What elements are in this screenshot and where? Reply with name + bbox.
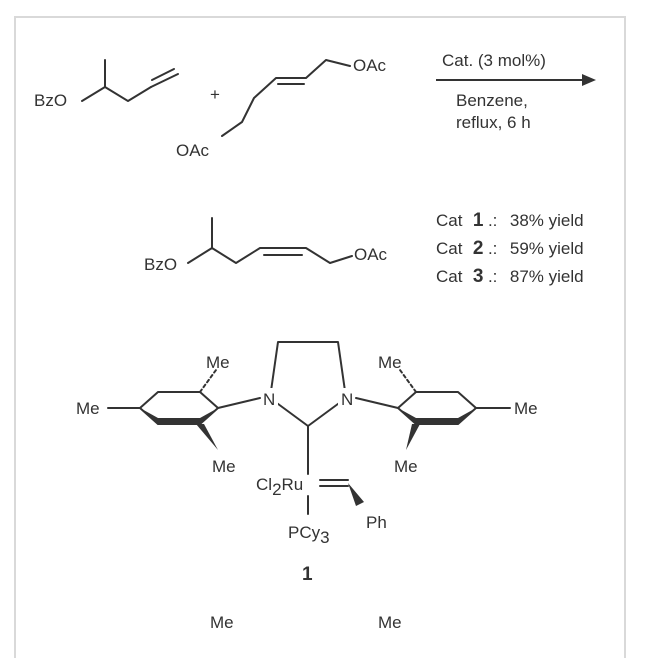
ru-center-label: Cl2Ru [256,475,303,499]
right-n-aryl-bond [355,397,399,409]
right-ortho-me-top-bond [399,369,417,393]
me-left-label: Me [76,399,100,418]
n-right-bg [338,388,356,410]
reactant-2-chain [221,59,351,137]
yields-list: Cat 1 .: 38% yield Cat 2 .: 59% yield Ca… [436,210,584,287]
catalyst-loading: Cat. (3 mol%) [442,51,546,70]
product-oac-label: OAc [354,245,388,264]
right-ortho-me-bottom-wedge [406,424,420,450]
reactant-1-double-bond [151,68,175,81]
catalyst-number-label: 1 [302,564,313,585]
imidazolidine-ring [269,341,347,427]
reactant-1-chain [81,86,152,102]
me-top-right-label: Me [378,353,402,372]
left-mesityl-shade [140,408,218,424]
left-ortho-me-top-bond [199,369,217,393]
catalyst-2-partial: Me Me [210,613,402,632]
yield-row-2: Cat 2 .: 59% yield [436,238,584,259]
me-top-left-label: Me [206,353,230,372]
yield-row-1: Cat 1 .: 38% yield [436,210,584,231]
product-bzo-label: BzO [144,255,177,274]
catalyst-1-structure: N N Me Me Me Me Me Me Cl2Ru Ph PCy3 [76,341,538,585]
partial-me-1: Me [210,613,234,632]
solvent-label: Benzene, [456,91,528,110]
reaction-arrow-head [582,74,596,86]
pcy3-label: PCy3 [288,523,330,547]
ru-phenyl-wedge [348,483,364,506]
n-right-label: N [341,390,353,409]
me-bottom-right-label: Me [394,457,418,476]
bzo-label: BzO [34,91,67,110]
temp-time-label: reflux, 6 h [456,113,531,132]
oac-bottom-label: OAc [176,141,210,160]
figure-panel: BzO + OAc OAc Cat. (3 mol%) Benzene, ref… [14,16,626,658]
reactant-2: OAc OAc [176,56,387,160]
right-mesityl-shade [398,408,476,424]
reaction-scheme: BzO + OAc OAc Cat. (3 mol%) Benzene, ref… [34,51,596,632]
n-left-bg [260,388,278,410]
left-n-aryl-bond [217,397,261,409]
reaction-conditions: Cat. (3 mol%) Benzene, reflux, 6 h [436,51,596,132]
ph-label: Ph [366,513,387,532]
left-ortho-me-bottom-wedge [196,424,218,450]
plus-sign: + [210,85,220,104]
reactant-1-vinyl [150,73,179,88]
partial-me-2: Me [378,613,402,632]
yield-row-3: Cat 3 .: 87% yield [436,266,584,287]
me-bottom-left-label: Me [212,457,236,476]
product: BzO OAc [144,217,388,274]
n-left-label: N [263,390,275,409]
reactant-1: BzO [34,59,179,110]
me-right-label: Me [514,399,538,418]
oac-top-label: OAc [353,56,387,75]
